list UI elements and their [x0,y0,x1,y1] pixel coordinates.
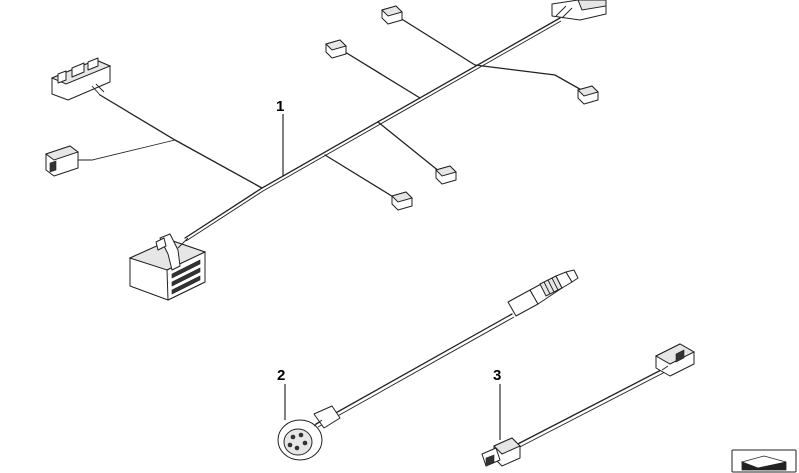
sensor-cable-wire [317,316,515,428]
harness-branch-wire [99,94,263,189]
connector-left-icon [44,145,80,177]
connector-top-left-icon [50,57,112,101]
antenna-cable-assembly[interactable] [481,343,696,467]
harness-branch-wire [344,51,421,99]
antenna-plug-icon [654,343,696,377]
antenna-plug-icon [481,437,521,467]
harness-branch-wire [70,139,176,161]
sensor-cable-wire [315,313,513,425]
plug-connector-icon [325,39,347,59]
callout-2-label[interactable]: 2 [277,367,285,384]
scroll-arrow-icon[interactable] [731,449,797,473]
harness-branch-wire [324,154,396,199]
plug-connector-icon [391,191,413,211]
antenna-cable-wire [511,370,668,452]
plug-connector-icon [435,165,457,185]
harness-branch-wire [377,121,441,173]
callout-1-label[interactable]: 1 [276,98,284,115]
round-connector-icon [277,405,341,461]
sensor-cable-assembly[interactable] [277,269,579,461]
antenna-cable-wire [509,367,666,449]
plug-connector-icon [577,85,599,105]
multi-pin-connector-icon [128,233,207,301]
callout-3-label[interactable]: 3 [493,367,501,384]
wiring-harness-assembly[interactable] [44,0,607,301]
harness-branch-wire [474,64,586,93]
harness-trunk-wire-inner [185,20,562,242]
plug-connector-icon [381,5,403,25]
connector-top-right-icon [551,0,607,21]
harness-branch-wire [399,17,476,66]
sensor-probe-icon [507,269,579,317]
